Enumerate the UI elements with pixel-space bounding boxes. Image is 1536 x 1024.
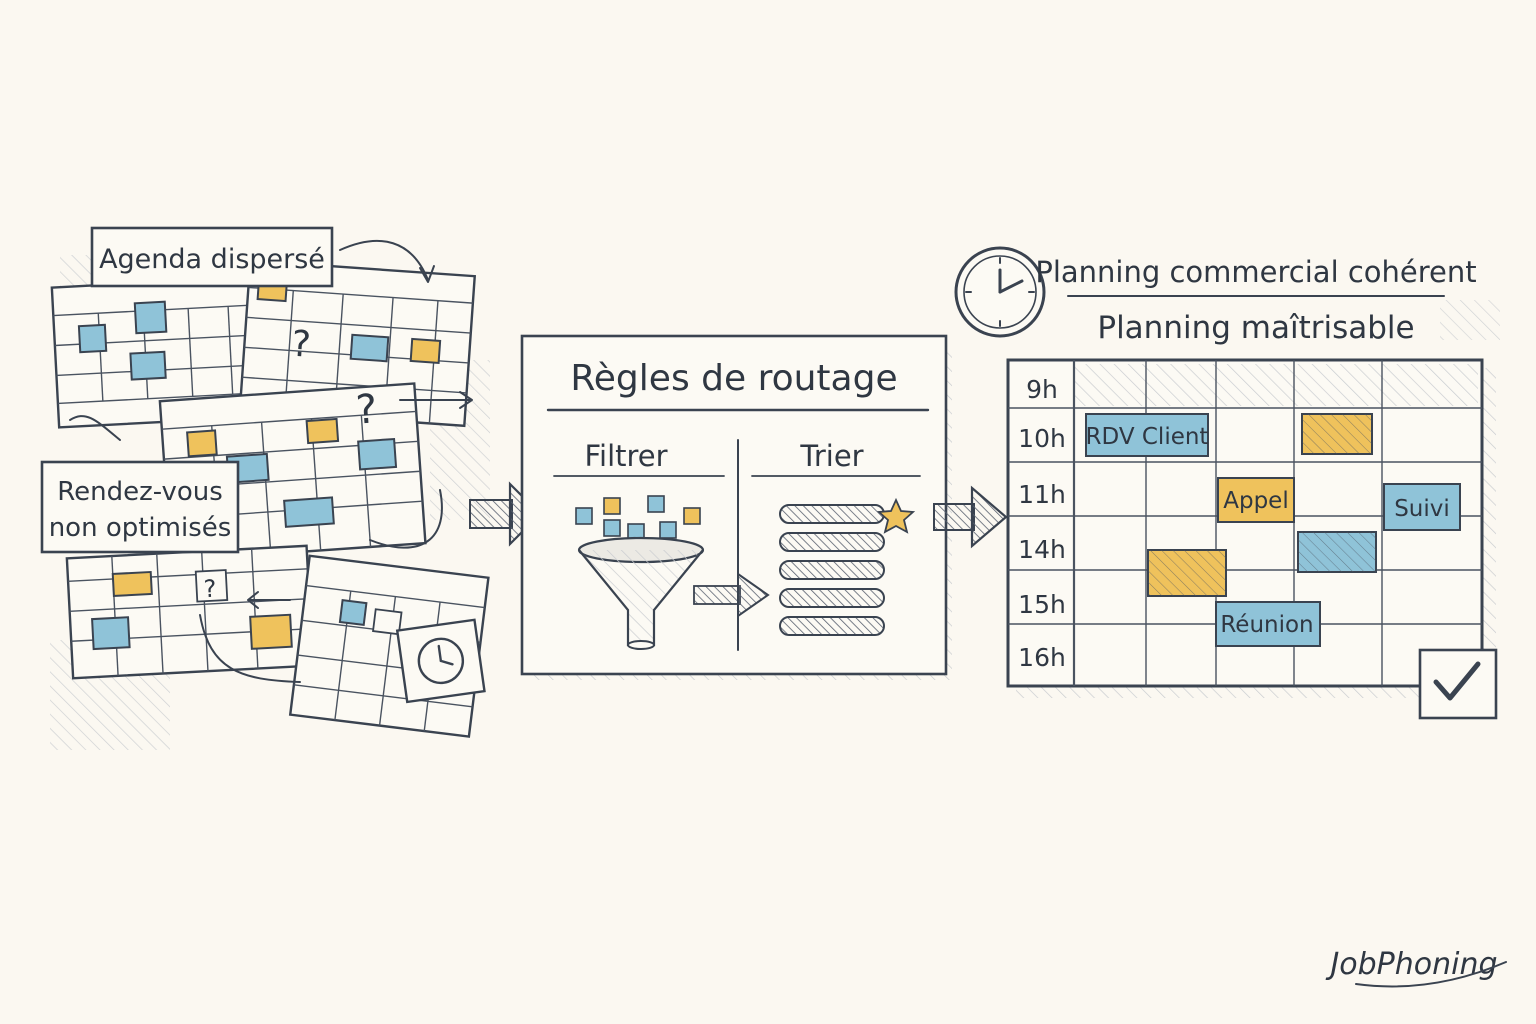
star-icon <box>876 497 916 534</box>
event-appel: Appel <box>1217 477 1295 523</box>
wall-clock-icon <box>954 246 1046 338</box>
event-rdv-client-label: RDV Client <box>1086 424 1209 450</box>
funnel-icon <box>575 495 705 650</box>
check-icon <box>1418 648 1498 720</box>
label-agenda-text: Agenda dispersé <box>99 244 325 275</box>
label-rendez-vous: Rendez-vous non optimisés <box>40 460 240 554</box>
svg-text:?: ? <box>203 575 217 604</box>
calendar-sheet-4: ? <box>65 544 315 680</box>
hour-label: 16h <box>1018 643 1066 672</box>
label-rdv-line2: non optimisés <box>49 513 232 543</box>
rules-col-sort: Trier <box>799 439 863 473</box>
event-yellow-block-2 <box>1147 549 1227 597</box>
planning-title-line2: Planning maîtrisable <box>1097 310 1414 346</box>
brand-logo-text: JobPhoning <box>1325 947 1497 982</box>
planning-title-line1: Planning commercial cohérent <box>1035 255 1476 289</box>
sorted-list-icon <box>779 497 916 636</box>
hour-label: 10h <box>1018 424 1066 453</box>
clock-card <box>395 618 486 704</box>
filter-arrow-icon <box>693 572 770 618</box>
event-yellow-block <box>1301 413 1373 455</box>
svg-text:?: ? <box>290 324 312 366</box>
rules-col-filter: Filtrer <box>584 439 667 473</box>
svg-text:?: ? <box>354 386 378 433</box>
hour-label: 14h <box>1018 535 1066 564</box>
scattered-calendars: ? ? <box>50 239 490 750</box>
rules-title: Règles de routage <box>570 358 897 399</box>
routing-rules-panel: Règles de routage Filtrer Trier <box>520 334 952 680</box>
event-reunion: Réunion <box>1215 601 1321 647</box>
hour-label: 11h <box>1018 480 1066 509</box>
label-agenda-disperse: Agenda dispersé <box>90 226 334 288</box>
event-suivi: Suivi <box>1383 483 1461 531</box>
event-appel-label: Appel <box>1223 488 1288 514</box>
event-blue-block <box>1297 531 1377 573</box>
hour-label: 9h <box>1026 375 1058 404</box>
event-suivi-label: Suivi <box>1394 496 1450 522</box>
planning-calendar: 9h 10h 11h 14h 15h 16h RDV Client Appel … <box>1006 358 1498 720</box>
brand-logo: JobPhoning <box>1325 947 1507 988</box>
event-rdv-client: RDV Client <box>1085 413 1209 457</box>
hour-label: 15h <box>1018 590 1066 619</box>
event-reunion-label: Réunion <box>1220 612 1313 638</box>
label-rdv-line1: Rendez-vous <box>57 477 223 507</box>
arrow-to-planning <box>933 485 1008 549</box>
